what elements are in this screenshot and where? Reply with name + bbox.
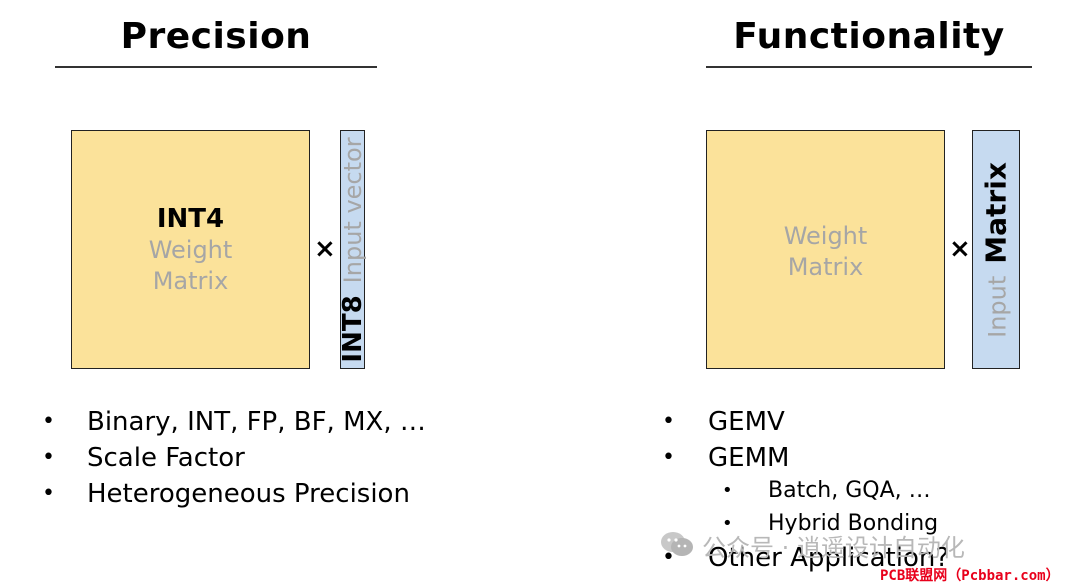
list-item: •Other Application? [662,540,949,576]
precision-weight-matrix-box: INT4 Weight Matrix [71,130,310,369]
list-item: •Scale Factor [42,440,426,476]
bullet-dot: • [722,480,733,501]
list-item: •Batch, GQA, … [722,474,938,507]
functionality-bullet-list: •GEMV •GEMM [662,404,789,476]
precision-multiply-sign: × [314,234,336,264]
functionality-weight-label-1: Weight [783,222,868,250]
precision-title-underline [55,66,377,68]
functionality-input-matrix-box: Input Matrix [972,130,1020,369]
functionality-multiply-sign: × [949,234,971,264]
bullet-dot: • [722,513,733,534]
precision-input-vector-box: INT8 Input vector [337,130,368,369]
functionality-input-label-1: Input [983,275,1012,338]
list-item: •GEMM [662,440,789,476]
bullet-dot: • [42,409,55,434]
functionality-weight-matrix-box: Weight Matrix [706,130,945,369]
list-item: •Binary, INT, FP, BF, MX, … [42,404,426,440]
bullet-dot: • [42,481,55,506]
site-credit: PCB联盟网（Pcbbar.com） [880,568,1060,584]
list-item: •GEMV [662,404,789,440]
list-item: •Hybrid Bonding [722,507,938,540]
precision-vector-label: Input vector [338,136,367,283]
watermark-text: 公众号 · 逍遥设计自动化 [702,534,965,562]
functionality-sub-bullet-list: •Batch, GQA, … •Hybrid Bonding [722,474,938,540]
bullet-dot: • [42,445,55,470]
precision-weight-label-1: Weight [148,236,233,264]
precision-weight-type: INT4 [156,204,225,234]
functionality-weight-label-2: Matrix [787,253,864,281]
list-item: •Heterogeneous Precision [42,476,426,512]
precision-title: Precision [120,16,312,57]
precision-bullet-list: •Binary, INT, FP, BF, MX, … •Scale Facto… [42,404,426,512]
precision-vector-type: INT8 [337,294,368,363]
functionality-title: Functionality [733,16,1005,57]
wechat-icon [660,530,694,562]
precision-weight-label-2: Matrix [152,267,229,295]
bullet-dot: • [662,409,675,434]
functionality-title-underline [706,66,1032,68]
bullet-dot: • [662,445,675,470]
watermark: 公众号 · 逍遥设计自动化 [660,528,965,563]
functionality-last-bullet: •Other Application? [662,540,949,576]
functionality-input-label-2: Matrix [979,161,1013,264]
